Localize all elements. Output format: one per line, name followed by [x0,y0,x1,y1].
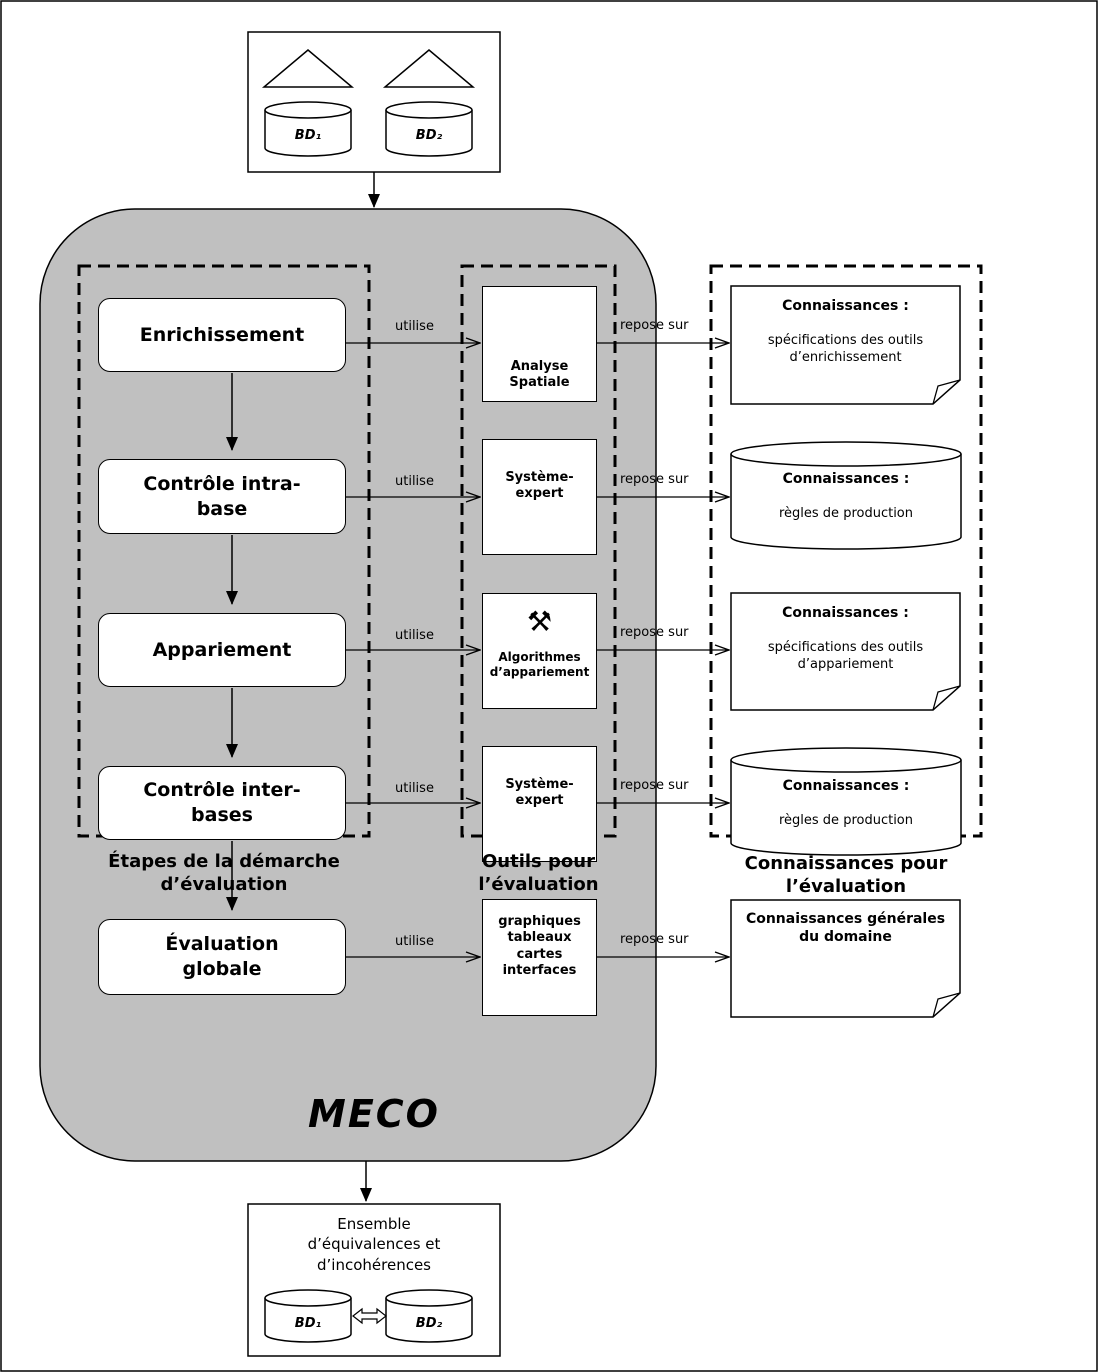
knowledge-document-shape [730,899,961,1018]
steps-group [77,264,371,838]
input-db-2-label: BD₂ [415,128,443,143]
uses-label: utilise [395,781,434,796]
output-db-2-label: BD₂ [415,1316,443,1331]
folded-corner [932,992,961,1018]
knowledge-title: Connaissances : [782,778,910,794]
knowledge-item-2: Connaissances : règles de production [731,470,961,522]
tool-systeme-expert-label: Système- expert [505,777,574,809]
tool-algorithmes-label: Algorithmes d’appariement [489,650,590,679]
uses-label: utilise [395,319,434,334]
step-controle-inter-bases: Contrôle inter- bases [98,766,346,840]
tool-graphiques: graphiques tableaux cartes interfaces [482,899,597,1016]
knowledge-document-shape [730,592,961,711]
output-label: Ensemble d’équivalences et d’incohérence… [307,1215,441,1274]
knowledge-body: spécifications des outils d’enrichisseme… [767,332,924,366]
input-db-1-label: BD₁ [294,128,322,143]
knowledge-caption: Connaissances pour l’évaluation [744,853,948,898]
database-icon [385,101,473,157]
knowledge-body: spécifications des outils d’appariement [767,639,924,673]
uses-label: utilise [395,628,434,643]
tool-systeme-expert-label: Système- expert [505,470,574,502]
meco-title: MECO [308,1092,440,1136]
output-db-1-label: BD₁ [294,1316,322,1331]
knowledge-body: règles de production [778,812,913,828]
database-icon [385,1289,473,1343]
knowledge-item-1: Connaissances : spécifications des outil… [731,297,960,367]
tool-systeme-expert: Système- expert [482,439,597,555]
database-icon [264,101,352,157]
tool-analyse-spatiale-label: Analyse Spatiale [509,358,570,390]
triangle-icon [261,49,355,88]
knowledge-cylinder-shape [730,747,962,856]
knowledge-item-5: Connaissances générales du domaine [731,911,960,946]
tool-analyse-spatiale: Analyse Spatiale [482,286,597,402]
step-appariement: Appariement [98,613,346,687]
tools-icon: ⚒ [526,605,553,638]
relies-on-label: repose sur [620,932,689,947]
step-enrichissement: Enrichissement [98,298,346,372]
database-icon [264,1289,352,1343]
relies-on-label: repose sur [620,318,689,333]
uses-label: utilise [395,934,434,949]
relies-on-label: repose sur [620,472,689,487]
knowledge-title: Connaissances : [782,298,909,314]
knowledge-item-4: Connaissances : règles de production [731,777,961,829]
knowledge-title: Connaissances : [782,605,909,621]
tools-caption: Outils pour l’évaluation [478,851,599,896]
knowledge-document-shape [730,285,961,405]
relies-on-label: repose sur [620,625,689,640]
knowledge-body: règles de production [778,505,913,521]
knowledge-item-3: Connaissances : spécifications des outil… [731,604,960,674]
folded-corner [932,685,961,711]
tool-systeme-expert-2: Système- expert [482,746,597,862]
triangle-icon [382,49,476,88]
step-controle-intra-base: Contrôle intra- base [98,459,346,534]
knowledge-title: Connaissances : [782,471,910,487]
tool-graphiques-label: graphiques tableaux cartes interfaces [498,914,581,978]
folded-corner [932,379,961,405]
knowledge-cylinder-shape [730,441,962,550]
step-evaluation-globale: Évaluation globale [98,919,346,995]
relies-on-label: repose sur [620,778,689,793]
double-arrow-icon [352,1307,387,1325]
tool-algorithmes-appariement: ⚒ Algorithmes d’appariement [482,593,597,709]
uses-label: utilise [395,474,434,489]
steps-caption: Étapes de la démarche d’évaluation [108,851,340,896]
knowledge-title: Connaissances générales du domaine [745,911,946,945]
